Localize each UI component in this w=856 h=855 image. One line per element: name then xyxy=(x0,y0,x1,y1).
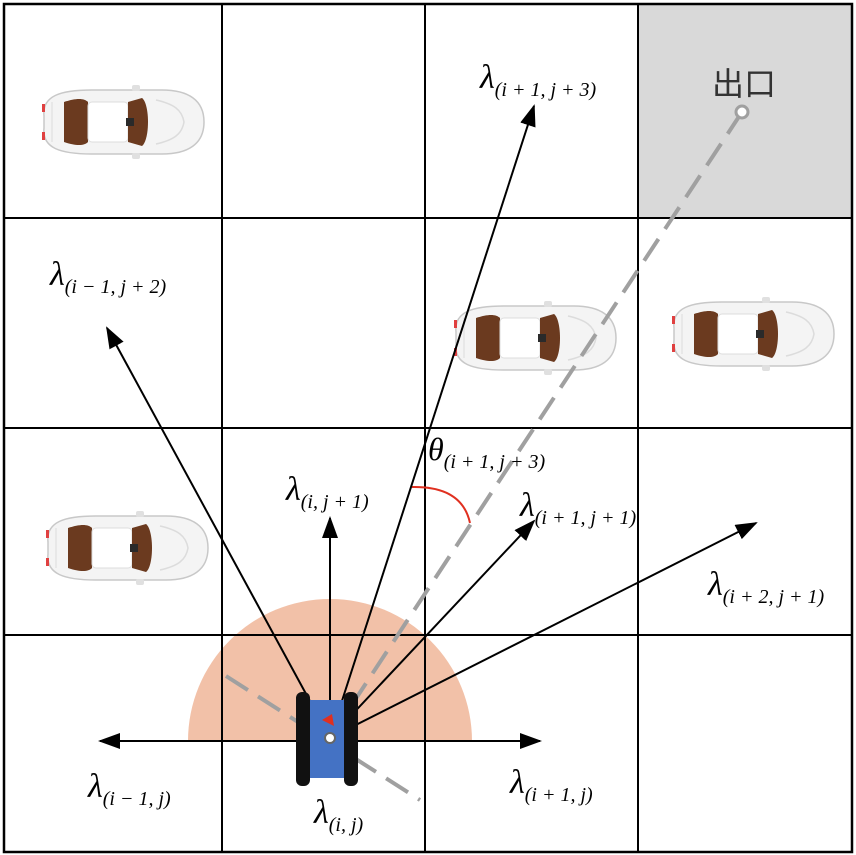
label-lambda-i1-j3: λ(i + 1, j + 3) xyxy=(479,59,597,101)
label-theta: θ(i + 1, j + 3) xyxy=(428,431,545,473)
car-obstacle xyxy=(45,510,209,586)
path-to-exit-line xyxy=(328,110,744,740)
car-obstacle xyxy=(41,84,205,160)
arrow-lambda-i2-j1 xyxy=(329,522,758,739)
label-lambda-im1-j2: λ(i − 1, j + 2) xyxy=(49,256,167,298)
exit-label: 出口 xyxy=(712,65,776,103)
robot-center-point xyxy=(324,732,336,744)
label-lambda-i2-j1: λ(i + 2, j + 1) xyxy=(707,566,825,608)
car-obstacle xyxy=(671,296,835,372)
exit-point xyxy=(734,104,750,120)
label-lambda-i-j1: λ(i, j + 1) xyxy=(285,471,369,513)
arrow-lambda-i1-j1 xyxy=(329,519,536,739)
angle-arc xyxy=(411,485,471,524)
arrow-lambda-im1-j2 xyxy=(106,326,331,739)
arrow-lambda-i1-j3 xyxy=(329,104,536,739)
label-lambda-im1-j: λ(i − 1, j) xyxy=(87,768,171,810)
label-lambda-i1-j1: λ(i + 1, j + 1) xyxy=(519,487,637,529)
label-lambda-i1-j: λ(i + 1, j) xyxy=(509,764,593,806)
robot xyxy=(296,692,358,786)
label-lambda-i-j: λ(i, j) xyxy=(313,794,364,836)
